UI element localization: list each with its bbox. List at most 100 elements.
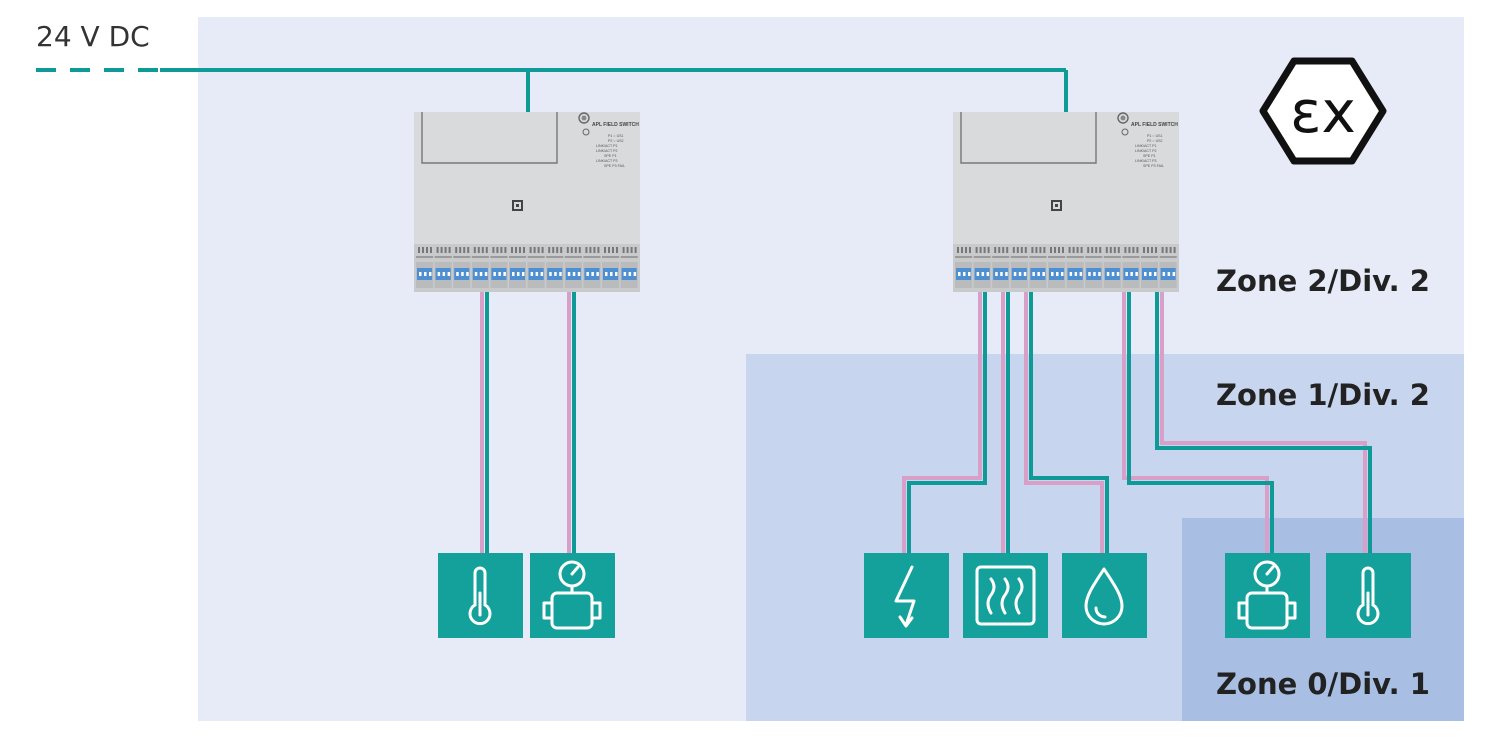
terminal-label-mark	[541, 247, 544, 253]
terminal-screw	[1051, 272, 1054, 276]
terminal-screw	[1093, 272, 1096, 276]
terminal-label-mark	[969, 247, 971, 253]
terminal-label-mark	[1072, 247, 1075, 253]
switch-2-status-6: SPE P3 FAIL	[1143, 164, 1164, 168]
device-heat-waves	[963, 553, 1048, 638]
terminal-screw	[503, 272, 506, 276]
switch-2-status-3: LINK/ACT P2	[1135, 149, 1157, 153]
terminal-divider	[1029, 256, 1047, 258]
terminal-label-mark	[1161, 247, 1164, 253]
zone-1-label: Zone 1/Div. 2	[1216, 378, 1430, 412]
terminal-screw	[1074, 272, 1078, 276]
terminal-screw	[567, 272, 571, 276]
terminal-label-mark	[459, 247, 462, 253]
terminal-label-mark	[1095, 247, 1098, 253]
terminal-label-mark	[473, 247, 476, 253]
terminal-screw	[1149, 272, 1152, 276]
switch-2-terminal-block	[955, 262, 1177, 288]
terminal-screw	[586, 272, 589, 276]
terminal-label-mark	[418, 247, 420, 253]
terminal-label-mark	[616, 247, 618, 253]
terminal-screw	[1111, 272, 1115, 276]
terminal-divider	[509, 256, 527, 258]
terminal-screw	[522, 272, 525, 276]
terminal-screw	[976, 272, 980, 276]
terminal-label-mark	[1136, 247, 1139, 253]
switch-1-status-0: P1 ○ US1	[608, 134, 624, 138]
terminal-label-mark	[1173, 247, 1176, 253]
terminal-divider	[973, 256, 991, 258]
terminal-label-mark	[975, 247, 978, 253]
terminal-divider	[1159, 256, 1177, 258]
terminal-label-mark	[1105, 247, 1108, 253]
terminal-screw	[447, 272, 451, 276]
switch-1-terminal-labels	[416, 247, 638, 258]
terminal-label-mark	[1043, 247, 1046, 253]
terminal-label-mark	[622, 247, 625, 253]
logo-icon	[512, 200, 523, 211]
terminal-label-mark	[612, 247, 614, 253]
terminal-screw	[1042, 272, 1045, 276]
switch-1-status-5: LINK/ACT P3	[596, 159, 618, 163]
terminal-label-mark	[463, 247, 466, 253]
device-thermometer-2	[1326, 553, 1411, 638]
terminal-label-mark	[1080, 247, 1083, 253]
terminal-divider	[546, 256, 564, 258]
terminal-screw	[1130, 272, 1133, 276]
terminal-screw	[610, 272, 613, 276]
terminal-label-mark	[1002, 247, 1005, 253]
terminal-label-mark	[1006, 247, 1009, 253]
terminal-screw	[633, 272, 637, 276]
switch-1-status-6: SPE P3 FAIL	[604, 164, 625, 168]
terminal-screw	[517, 272, 520, 276]
terminal-label-mark	[444, 247, 447, 253]
terminal-label-mark	[511, 247, 513, 253]
terminal-label-mark	[1087, 247, 1090, 253]
terminal-label-mark	[422, 247, 424, 253]
switch-1-status-1: P2 ○ US2	[608, 139, 624, 143]
terminal-screw	[419, 272, 422, 276]
terminal-label-mark	[500, 247, 503, 253]
terminal-screw	[466, 272, 469, 276]
terminal-divider	[564, 256, 582, 258]
terminal-screw	[981, 272, 985, 276]
pressure-gauge-icon	[1237, 560, 1297, 630]
heat-waves-icon	[975, 565, 1036, 626]
switch-2-status-5: LINK/ACT P3	[1135, 159, 1157, 163]
terminal-label-mark	[1099, 247, 1102, 253]
switch-2-status-1: P2 ○ US2	[1147, 139, 1163, 143]
terminal-label-mark	[987, 247, 990, 253]
terminal-label-mark	[961, 247, 963, 253]
terminal-screw	[596, 272, 599, 276]
terminal-label-mark	[634, 247, 637, 253]
terminal-label-mark	[504, 247, 507, 253]
terminal-screw	[498, 272, 501, 276]
terminal-label-mark	[448, 247, 451, 253]
terminal-screw	[1098, 272, 1101, 276]
terminal-label-mark	[593, 247, 596, 253]
terminal-screw	[986, 272, 990, 276]
terminal-screw	[1106, 272, 1110, 276]
terminal-label-mark	[1020, 247, 1023, 253]
terminal-divider	[583, 256, 601, 258]
terminal-screw	[1005, 272, 1008, 276]
terminal-screw	[530, 272, 534, 276]
logo-icon	[1051, 200, 1062, 211]
switch-1-status-3: LINK/ACT P2	[596, 149, 618, 153]
switch-1-status-2: LINK/ACT P1	[596, 144, 618, 148]
device-pressure-gauge-1	[530, 553, 615, 638]
terminal-screw	[1023, 272, 1027, 276]
terminal-label-mark	[515, 247, 517, 253]
terminal-label-mark	[566, 247, 569, 253]
terminal-label-mark	[1124, 247, 1127, 253]
terminal-screw	[1154, 272, 1157, 276]
terminal-label-mark	[548, 247, 551, 253]
terminal-screw	[577, 272, 581, 276]
terminal-label-mark	[585, 247, 588, 253]
switch-2-title: APL FIELD SWITCH	[1131, 122, 1178, 128]
terminal-label-mark	[1109, 247, 1112, 253]
switch-2-terminal-labels	[955, 247, 1177, 258]
terminal-label-mark	[1091, 247, 1094, 253]
cables-switch-1	[480, 292, 576, 555]
terminal-label-mark	[1147, 247, 1149, 253]
